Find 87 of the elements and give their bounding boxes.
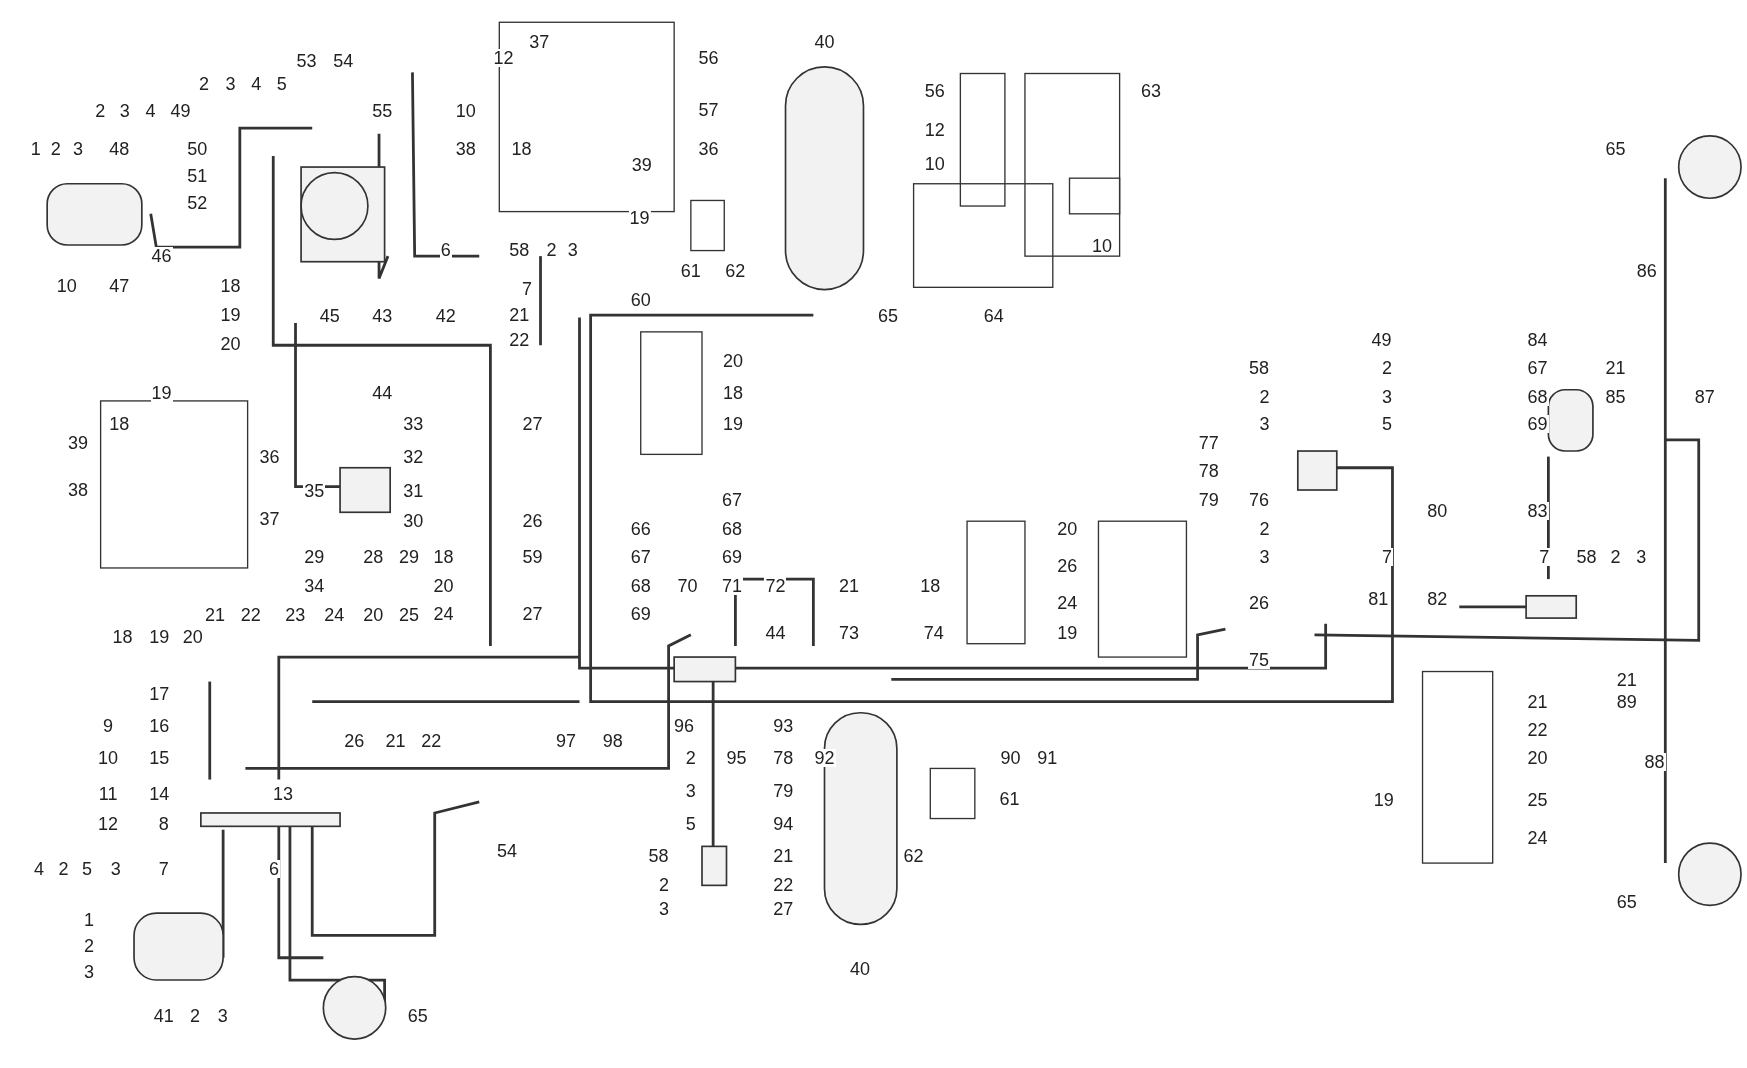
callout-number: 32 [402,447,425,466]
callout-number: 2 [684,748,697,767]
callout-number: 58 [1247,358,1270,377]
callout-number: 90 [999,748,1022,767]
callout-number: 26 [1247,593,1270,612]
callout-number: 20 [362,606,385,624]
callout-number: 36 [258,447,281,466]
callout-number: 10 [923,154,946,173]
callout-number: 22 [1526,720,1549,739]
callout-number: 91 [1036,748,1059,767]
callout-number: 56 [697,48,720,67]
callout-number: 22 [420,731,443,750]
callout-number: 95 [725,748,748,767]
callout-number: 23 [284,606,307,624]
callout-number: 21 [384,731,407,750]
callout-number: 10 [97,748,120,767]
callout-number: 19 [1056,623,1079,642]
callout-number: 2 [658,875,671,894]
callout-number: 2 [197,74,210,93]
callout-number: 92 [813,748,836,767]
callout-number: 6 [268,860,281,879]
callout-number: 24 [432,604,455,623]
callout-number: 78 [772,748,795,767]
callout-number: 2 [83,936,96,955]
callout-number: 21 [1604,358,1627,377]
callout-number: 24 [1526,828,1549,847]
callout-number: 6 [439,240,452,259]
callout-number: 62 [724,261,747,280]
callout-number: 68 [1526,387,1549,406]
callout-number: 7 [1381,548,1394,567]
callout-number: 4 [250,74,263,93]
callout-number: 21 [772,846,795,865]
callout-number: 15 [148,748,171,767]
callout-number: 5 [275,74,288,93]
callout-number: 69 [1526,415,1549,434]
callout-number: 2 [1258,387,1271,406]
callout-number: 86 [1635,261,1658,280]
callout-number: 20 [1526,748,1549,767]
callout-number: 44 [764,623,787,642]
callout-number: 24 [323,606,346,624]
callout-number: 69 [629,604,652,623]
callout-number: 21 [1526,692,1549,711]
callout-number: 61 [679,261,702,280]
callout-number: 60 [629,290,652,309]
callout-number: 26 [343,731,366,750]
callout-number: 84 [1526,330,1549,349]
callout-number: 12 [492,48,515,67]
callout-number: 75 [1247,650,1270,669]
callout-number: 89 [1615,692,1638,711]
callout-number: 19 [150,384,173,403]
callout-number: 7 [521,279,533,298]
callout-number: 52 [186,193,209,212]
callout-number: 88 [1643,753,1666,772]
callout-number: 67 [1526,358,1549,377]
callout-number: 25 [1526,790,1549,809]
callout-number: 74 [922,623,945,642]
callout-number: 3 [83,962,96,981]
callout-number: 26 [1056,557,1079,575]
callout-number: 19 [1372,790,1395,809]
callout-number: 3 [566,240,579,259]
callout-number: 22 [239,606,262,624]
callout-number: 21 [1615,670,1638,689]
callout-number: 7 [1538,548,1551,567]
callout-number: 58 [647,846,670,865]
callout-number: 21 [204,606,227,624]
callout-number: 2 [1381,358,1394,377]
callout-number: 49 [1370,330,1393,349]
callout-number: 22 [508,330,531,349]
callout-number: 3 [1381,387,1394,406]
callout-number: 87 [1693,387,1716,406]
callout-number: 58 [508,240,531,259]
callout-number: 24 [1056,593,1079,612]
callout-number: 97 [554,731,577,750]
callout-number: 73 [837,623,860,642]
callout-number: 27 [521,604,544,623]
callout-number: 61 [998,789,1021,808]
callout-number: 2 [545,240,558,259]
callout-number: 71 [721,577,743,596]
callout-number: 98 [601,731,624,750]
callout-number: 85 [1604,387,1627,406]
callout-number: 3 [224,74,237,93]
callout-number: 25 [397,606,420,624]
callout-number: 83 [1526,502,1549,521]
callout-number: 20 [722,352,745,370]
callout-number: 39 [630,155,653,174]
callout-number: 22 [772,875,795,894]
callout-number: 62 [902,846,925,865]
